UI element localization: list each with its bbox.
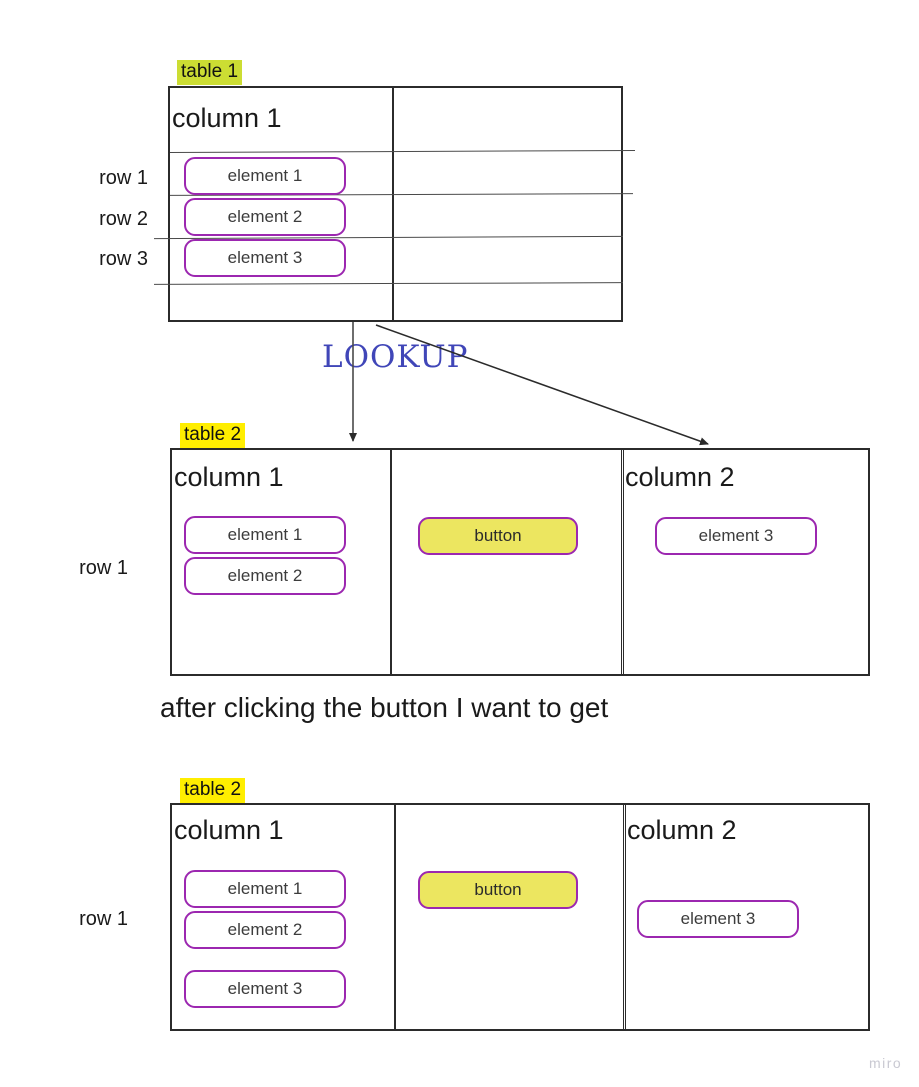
table2-after-divider-1 bbox=[394, 805, 396, 1029]
table2-before-row-label-1: row 1 bbox=[79, 557, 128, 579]
table2-before-element-3[interactable]: element 3 bbox=[655, 517, 817, 555]
table2-after-element-1[interactable]: element 1 bbox=[184, 870, 346, 908]
table2-after-divider-2 bbox=[623, 805, 626, 1029]
table2-before-divider-2 bbox=[621, 450, 624, 674]
table2-before-element-2[interactable]: element 2 bbox=[184, 557, 346, 595]
table2-after-row-label-1: row 1 bbox=[79, 908, 128, 930]
table2-before-column1-header: column 1 bbox=[174, 462, 284, 492]
table1-row-label-2: row 2 bbox=[99, 208, 148, 230]
table2-after-button[interactable]: button bbox=[418, 871, 578, 909]
table2-before-label: table 2 bbox=[180, 423, 246, 448]
table1-element-1[interactable]: element 1 bbox=[184, 157, 346, 195]
miro-watermark: miro bbox=[869, 1055, 903, 1071]
transition-caption: after clicking the button I want to get bbox=[160, 692, 609, 723]
table2-before-element-1[interactable]: element 1 bbox=[184, 516, 346, 554]
table1-label: table 1 bbox=[177, 60, 243, 85]
table2-after-label: table 2 bbox=[180, 778, 246, 803]
table1-column-divider bbox=[392, 88, 394, 320]
table2-after-column2-header: column 2 bbox=[627, 815, 737, 845]
table1-row-label-1: row 1 bbox=[99, 167, 148, 189]
table1-element-2[interactable]: element 2 bbox=[184, 198, 346, 236]
table1-column1-header: column 1 bbox=[172, 103, 282, 133]
table2-before-divider-1 bbox=[390, 450, 392, 674]
table2-after-element-3-col2[interactable]: element 3 bbox=[637, 900, 799, 938]
table1-row-label-3: row 3 bbox=[99, 248, 148, 270]
table2-after-element-2[interactable]: element 2 bbox=[184, 911, 346, 949]
lookup-label: LOOKUP bbox=[322, 339, 469, 375]
table2-before-button[interactable]: button bbox=[418, 517, 578, 555]
table2-after-element-3[interactable]: element 3 bbox=[184, 970, 346, 1008]
table2-before-column2-header: column 2 bbox=[625, 462, 735, 492]
table2-after-column1-header: column 1 bbox=[174, 815, 284, 845]
table1-element-3[interactable]: element 3 bbox=[184, 239, 346, 277]
